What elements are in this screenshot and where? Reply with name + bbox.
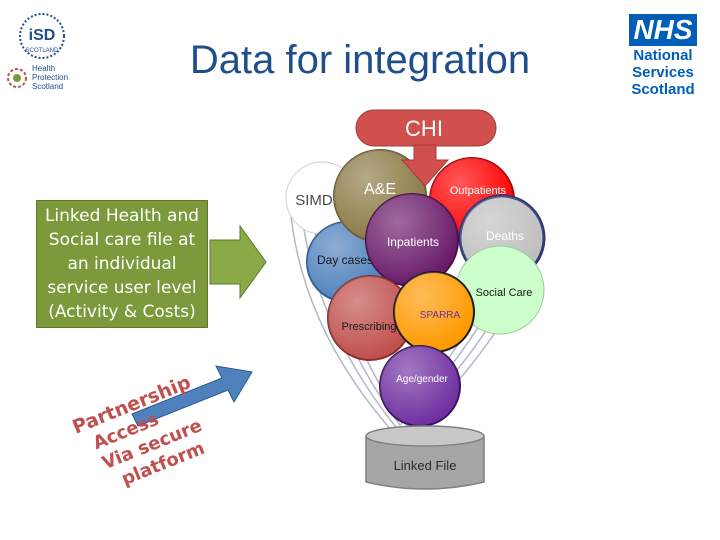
isd-logo-sub: SCOTLAND [26, 48, 59, 54]
simd-label: SIMD [295, 192, 333, 209]
inpatients-label: Inpatients [387, 235, 439, 249]
page-title: Data for integration [189, 38, 531, 82]
chi-label: CHI [405, 116, 443, 141]
isd-logo-text: iSD [29, 27, 56, 44]
nhs-line-3: Scotland [631, 81, 695, 98]
chi-banner: CHI [355, 109, 497, 187]
sparra-node: SPARRA [393, 271, 475, 353]
sparra-label: SPARRA [420, 310, 461, 321]
ae-label: A&E [364, 181, 396, 198]
linked-file-description-box: Linked Health and Social care file at an… [36, 200, 208, 328]
nhs-line-2: Services [632, 64, 694, 81]
hps-logo: Health Protection Scotland [6, 64, 86, 91]
inpatients-node: Inpatients [365, 193, 459, 287]
linkedfile-label: Linked File [394, 458, 457, 473]
socialcare-node: Social Care [455, 245, 545, 335]
linked-file-cylinder: Linked File [365, 425, 485, 490]
prescribing-label: Prescribing [341, 321, 396, 333]
hps-line-1: Health [32, 64, 56, 73]
nhs-logo: NHS National Services Scotland [622, 14, 704, 97]
arrow-to-diagram [209, 224, 267, 300]
isd-logo: iSD SCOTLAND [14, 12, 70, 66]
prescribing-node: Prescribing [327, 275, 413, 361]
hps-logo-icon [7, 67, 27, 88]
socialcare-label: Social Care [476, 287, 533, 299]
agegender-node: Age/gender [379, 345, 461, 427]
outpatients-label: Outpatients [450, 185, 507, 197]
hps-line-3: Scotland [32, 82, 64, 91]
deaths-label: Deaths [486, 229, 524, 243]
nhs-logo-text: NHS [629, 14, 697, 46]
partnership-arrow [131, 365, 253, 427]
hps-line-2: Protection [32, 73, 69, 82]
agegender-label: Age/gender [396, 374, 448, 385]
nhs-line-1: National [633, 47, 693, 64]
daycases-label: Day cases [317, 253, 373, 267]
